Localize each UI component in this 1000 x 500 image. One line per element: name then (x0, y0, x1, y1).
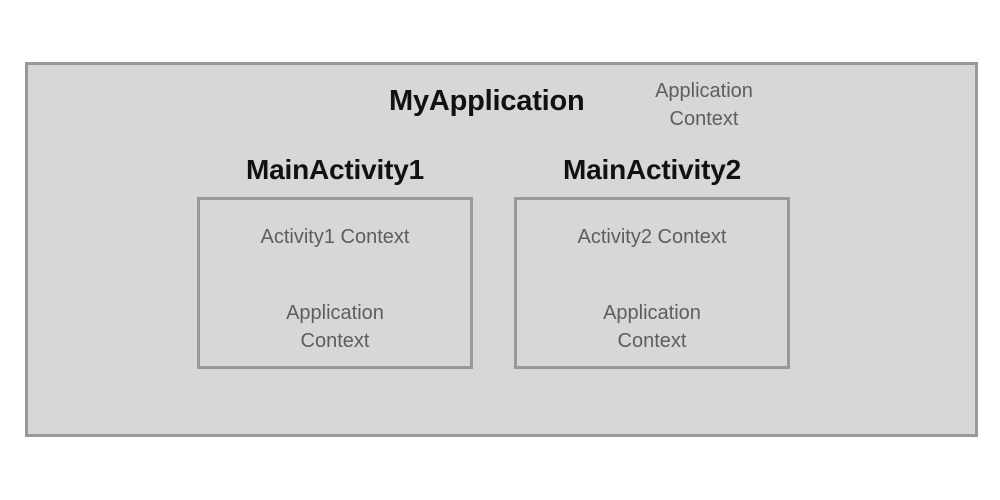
application-title: MyApplication (389, 85, 585, 117)
activity-application-context-label-2: Application Context (517, 299, 787, 355)
activity-context-label-1: Activity1 Context (260, 226, 410, 248)
application-container: MyApplication Application Context MainAc… (25, 62, 978, 437)
application-context-label-line1: Application (655, 80, 753, 102)
activity-column-1: MainActivity1 Activity1 Context Applicat… (197, 153, 473, 369)
activity-application-context-label-1: Application Context (200, 299, 470, 355)
activity-title-1: MainActivity1 (246, 154, 424, 185)
activity-application-context-line1-2: Application (603, 302, 701, 324)
application-context-label: Application Context (639, 77, 769, 133)
activity-title-2: MainActivity2 (563, 154, 741, 185)
activity-box-1: Activity1 Context Application Context (197, 197, 473, 369)
application-header: MyApplication Application Context (28, 65, 975, 140)
activity-application-context-line2-1: Context (300, 330, 370, 352)
activity-application-context-line1-1: Application (286, 302, 384, 324)
activity-column-2: MainActivity2 Activity2 Context Applicat… (514, 153, 790, 369)
application-context-label-line2: Context (669, 108, 739, 130)
activity-context-label-2: Activity2 Context (577, 226, 727, 248)
activity-box-2: Activity2 Context Application Context (514, 197, 790, 369)
activity-application-context-line2-2: Context (617, 330, 687, 352)
